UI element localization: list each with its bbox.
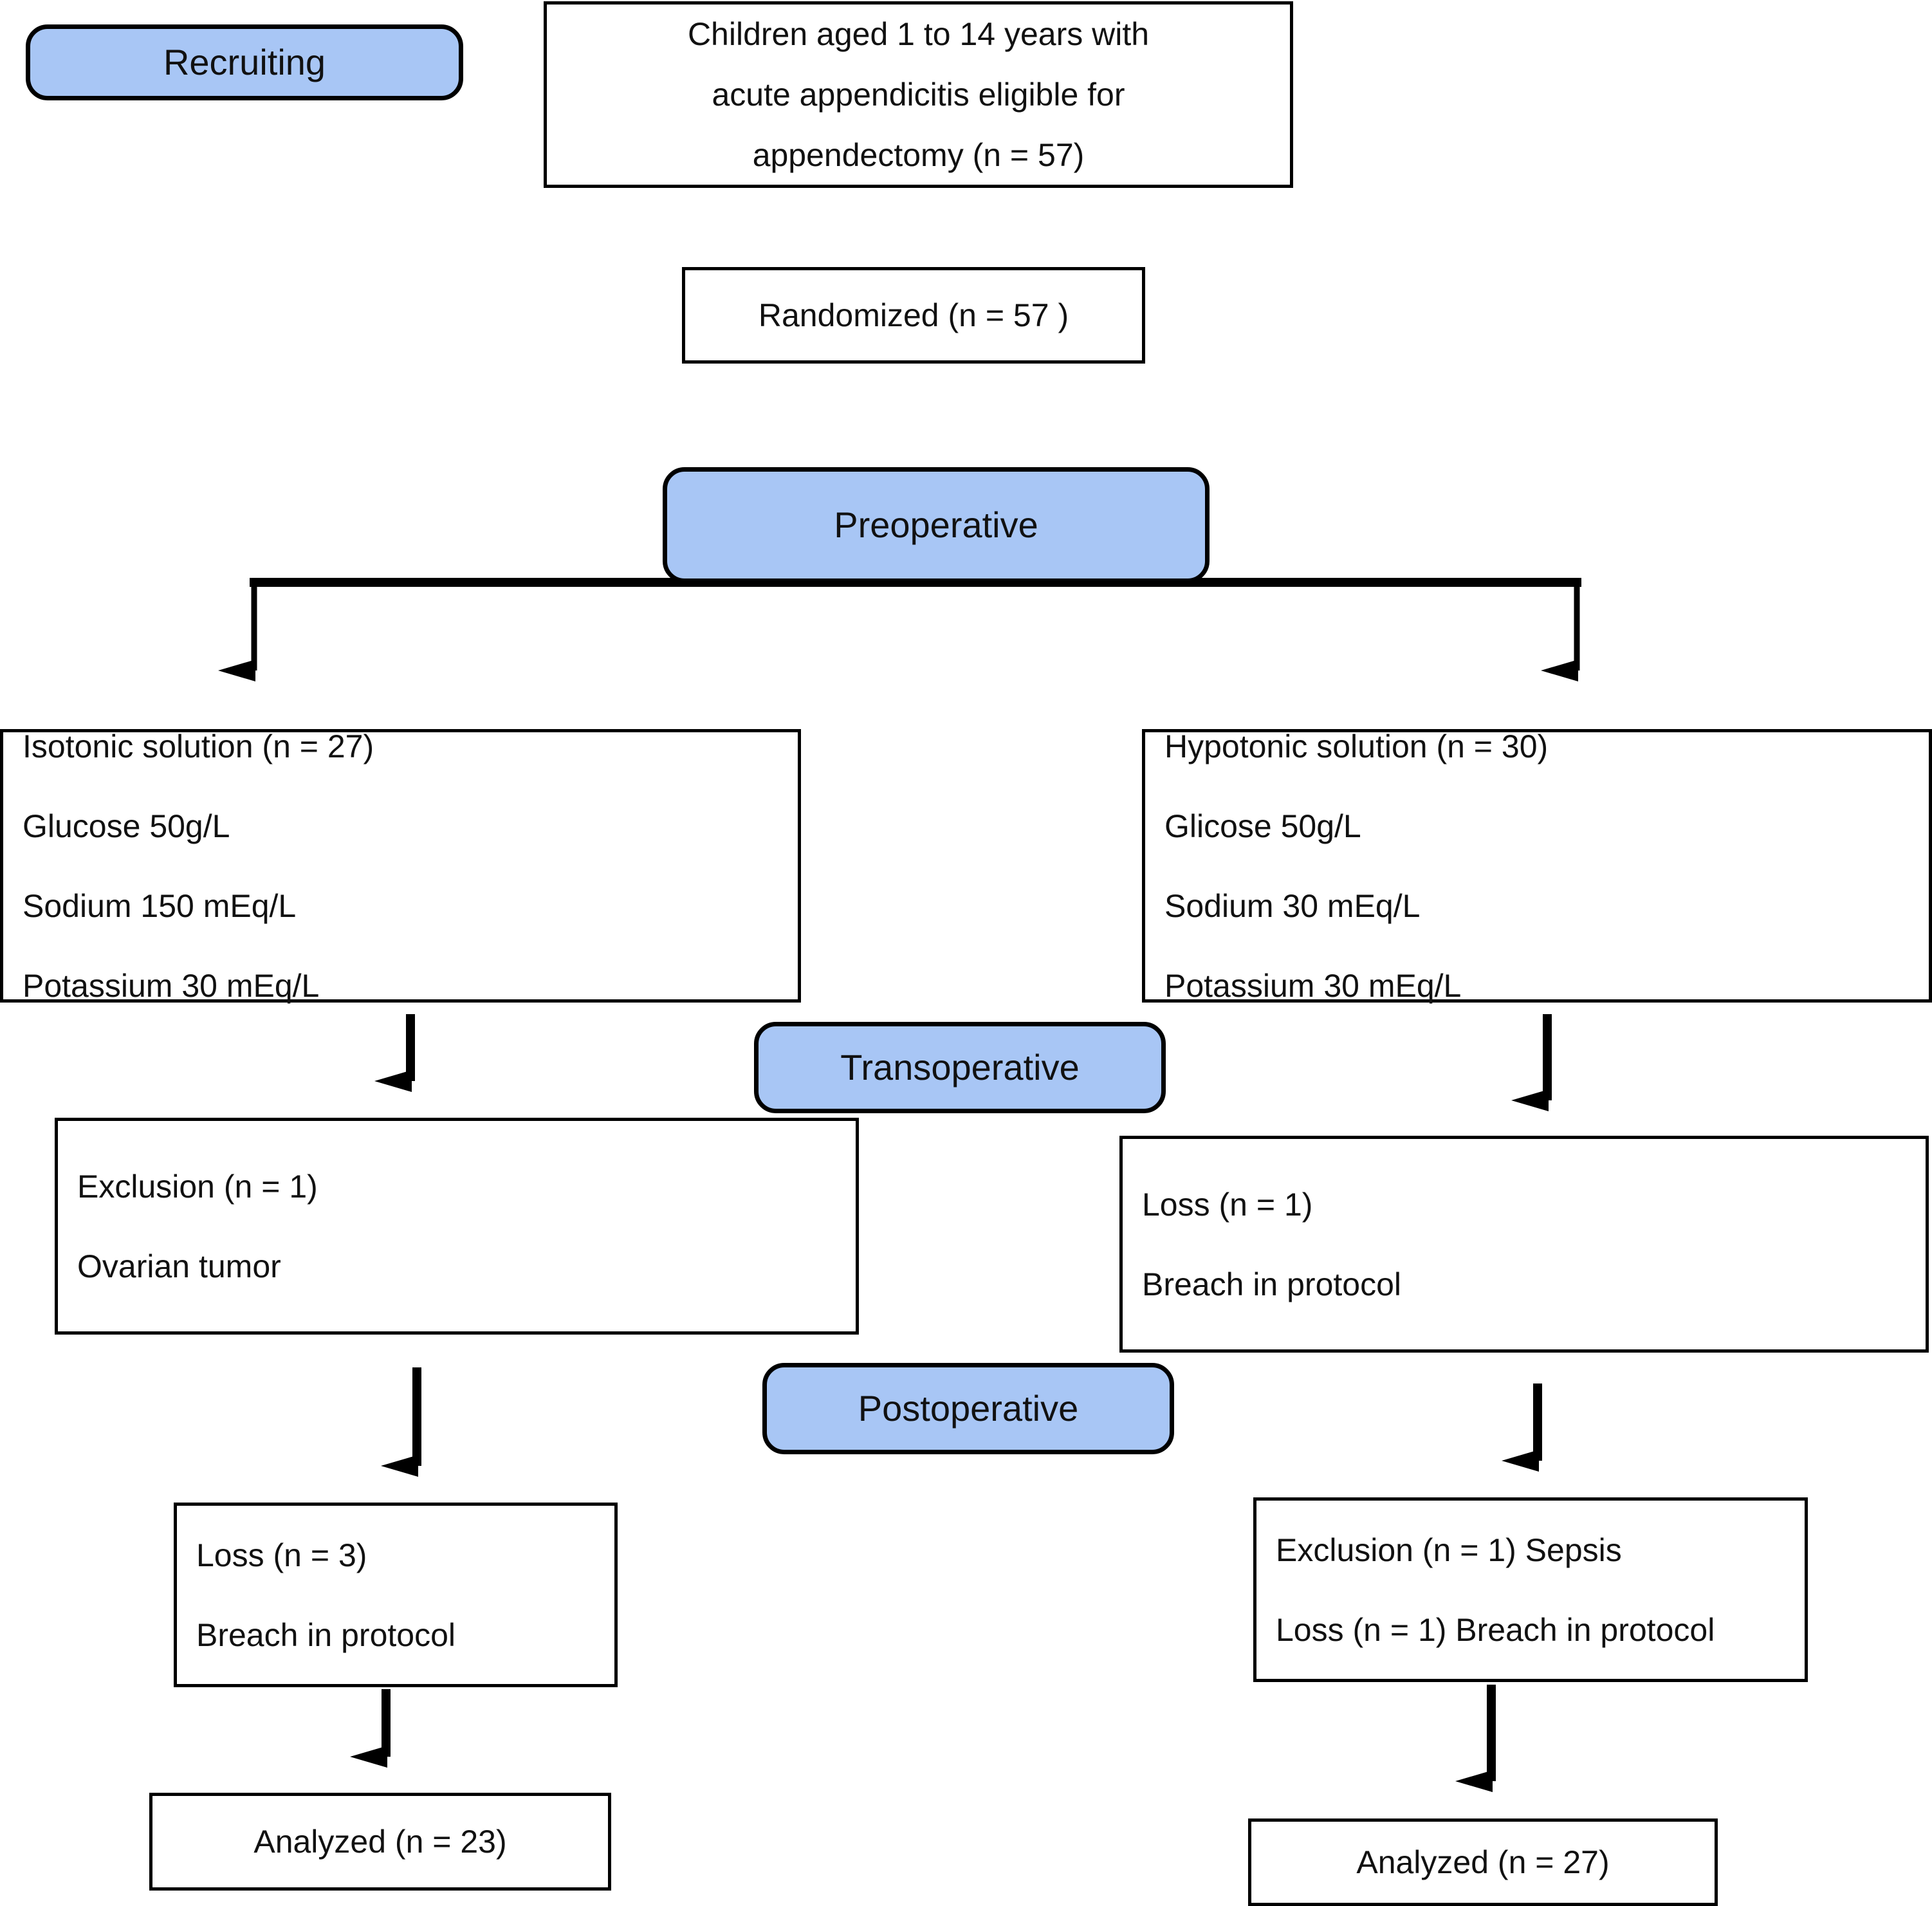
node-isotonic-solution: Isotonic solution (n = 27) Glucose 50g/L… [0,729,801,1003]
node-exclusion-left-line-1: Exclusion (n = 1) [77,1168,318,1205]
node-hypotonic-solution: Hypotonic solution (n = 30) Glicose 50g/… [1142,729,1932,1003]
node-loss-left-line-2: Breach in protocol [196,1616,456,1653]
node-hypotonic-line-4: Potassium 30 mEq/L [1164,967,1462,1004]
node-exclusion-right: Exclusion (n = 1) Sepsis Loss (n = 1) Br… [1253,1497,1808,1682]
node-isotonic-line-3: Sodium 150 mEq/L [23,887,297,924]
node-hypotonic-line-3: Sodium 30 mEq/L [1164,887,1421,924]
node-eligible-participants: Children aged 1 to 14 years with acute a… [544,1,1293,188]
stage-pill-preoperative-label: Preoperative [834,504,1038,545]
node-randomized: Randomized (n = 57 ) [682,267,1145,364]
node-loss-right-line-1: Loss (n = 1) [1142,1186,1313,1223]
stage-pill-postoperative-label: Postoperative [858,1388,1079,1429]
stage-pill-transoperative-label: Transoperative [840,1047,1080,1087]
node-exclusion-right-line-2: Loss (n = 1) Breach in protocol [1276,1611,1715,1648]
node-analyzed-left: Analyzed (n = 23) [149,1793,611,1891]
stage-pill-transoperative: Transoperative [754,1022,1166,1113]
stage-pill-postoperative: Postoperative [762,1363,1174,1454]
node-hypotonic-line-2: Glicose 50g/L [1164,808,1361,844]
node-loss-right-line-2: Breach in protocol [1142,1266,1402,1302]
node-analyzed-right: Analyzed (n = 27) [1248,1818,1718,1906]
node-isotonic-line-2: Glucose 50g/L [23,808,230,844]
node-isotonic-line-4: Potassium 30 mEq/L [23,967,320,1004]
stage-pill-preoperative: Preoperative [663,467,1210,583]
node-exclusion-right-line-1: Exclusion (n = 1) Sepsis [1276,1531,1622,1568]
node-loss-left-line-1: Loss (n = 3) [196,1537,367,1573]
stage-pill-recruiting-label: Recruiting [163,42,326,82]
node-loss-right: Loss (n = 1) Breach in protocol [1119,1136,1929,1353]
stage-pill-recruiting: Recruiting [26,24,463,100]
node-isotonic-line-1: Isotonic solution (n = 27) [23,728,374,764]
node-eligible-line-3: appendectomy (n = 57) [752,137,1085,173]
node-loss-left: Loss (n = 3) Breach in protocol [174,1503,618,1687]
connector-preoperative-split [218,578,1581,681]
node-eligible-line-2: acute appendicitis eligible for [712,77,1125,113]
node-analyzed-left-line-1: Analyzed (n = 23) [253,1824,507,1860]
node-randomized-line-1: Randomized (n = 57 ) [758,297,1069,333]
node-eligible-line-1: Children aged 1 to 14 years with [687,16,1150,52]
node-exclusion-left: Exclusion (n = 1) Ovarian tumor [55,1118,859,1335]
node-hypotonic-line-1: Hypotonic solution (n = 30) [1164,728,1549,764]
node-exclusion-left-line-2: Ovarian tumor [77,1248,281,1284]
node-analyzed-right-line-1: Analyzed (n = 27) [1356,1844,1610,1880]
